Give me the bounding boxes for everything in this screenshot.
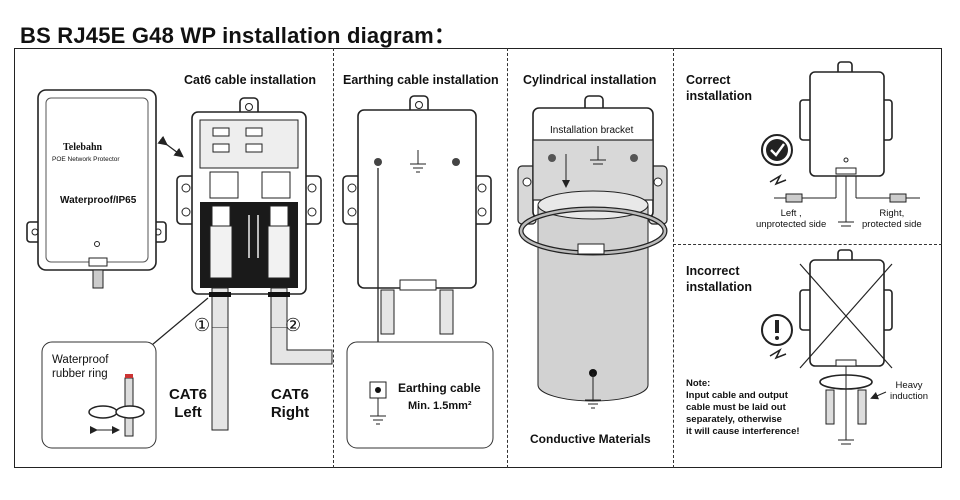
rubber-ring-callout [41,341,157,449]
divider [333,48,334,468]
marker-2: ② [285,315,302,335]
cylindrical-heading: Cylindrical installation [523,73,657,87]
earthing-callout [346,341,494,449]
left-side-label: Left , unprotected side [756,208,827,230]
page-title: BS RJ45E G48 WP installation diagram： [20,23,457,48]
rubber-ring-label: Waterproof rubber ring [52,354,109,380]
connection-arrow [157,135,184,158]
correct-install-drawing [761,61,920,227]
closed-device [26,89,167,289]
cylindrical-mount [517,95,668,409]
brand-logo: Telebahn [63,142,103,153]
divider [507,48,508,468]
diagram-frame [14,48,942,468]
incorrect-install-drawing [761,249,893,445]
conductive-label: Conductive Materials [530,432,651,446]
cat6-right-label: CAT6 Right [270,386,310,421]
heavy-induction-label: Heavy induction [890,380,929,402]
bracket-label: Installation bracket [550,125,634,136]
device-subtitle: POE Network Protector [52,156,120,163]
incorrect-heading: Incorrect installation [686,264,752,294]
open-device [176,97,333,431]
earthing-min-size: Min. 1.5mm² [408,400,472,412]
right-side-label: Right, protected side [862,208,922,230]
ip-rating: Waterproof/IP65 [60,195,137,206]
earthing-heading: Earthing cable installation [343,73,499,87]
cat6-left-label: CAT6 Left [168,386,208,421]
divider [673,48,674,468]
marker-1: ① [194,315,211,335]
note-block: Note: Input cable and output cable must … [686,378,800,437]
correct-heading: Correct installation [686,73,752,103]
earthing-cable-label: Earthing cable [398,381,481,395]
cat6-heading: Cat6 cable installation [184,73,316,87]
divider [673,244,942,245]
